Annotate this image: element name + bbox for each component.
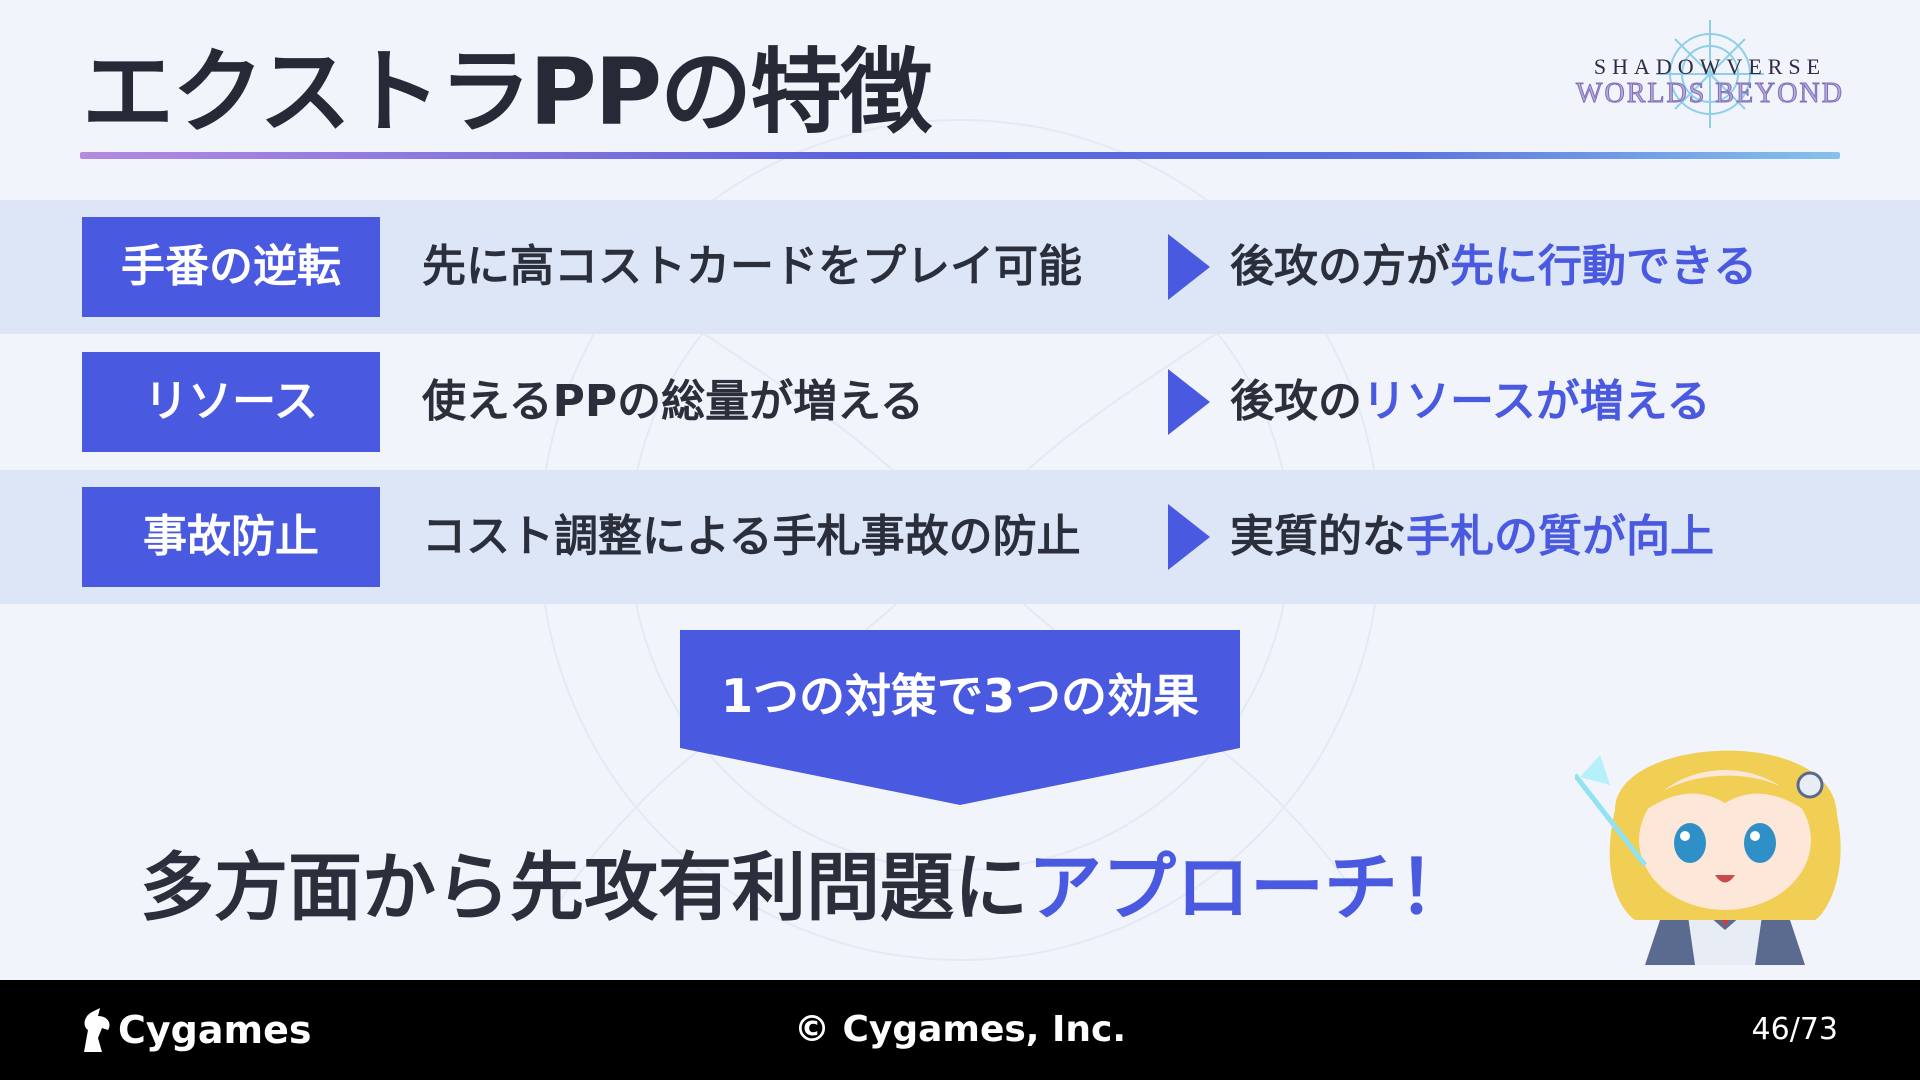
- result-prefix: 実質的な: [1230, 511, 1406, 562]
- feature-description: コスト調整による手札事故の防止: [422, 511, 1081, 562]
- page-title: エクストラPPの特徴: [82, 39, 932, 146]
- feature-result: 後攻のリソースが増える: [1230, 335, 1710, 469]
- play-arrow-icon: [1168, 504, 1210, 570]
- footer-bar: Cygames © Cygames, Inc. 46/73: [0, 980, 1920, 1080]
- feature-description: 使えるPPの総量が増える: [422, 376, 924, 427]
- conclusion-text: 多方面から先攻有利問題にアプローチ！: [140, 838, 1472, 938]
- cygames-logo: Cygames: [78, 1002, 318, 1058]
- feature-badge: 事故防止: [82, 487, 380, 587]
- play-arrow-icon: [1168, 369, 1210, 435]
- feature-badge: リソース: [82, 352, 380, 452]
- result-highlight: 先に行動できる: [1450, 241, 1758, 292]
- feature-row-turn-reversal: 手番の逆転 先に高コストカードをプレイ可能 後攻の方が先に行動できる: [0, 200, 1920, 334]
- feature-result: 後攻の方が先に行動できる: [1230, 200, 1757, 334]
- feature-description: 先に高コストカードをプレイ可能: [422, 241, 1082, 292]
- cygames-wordmark: Cygames: [118, 1008, 312, 1052]
- conclusion-highlight: アプローチ！: [1028, 845, 1472, 931]
- shadowverse-logo: SHADOWVERSE WORLDS BEYOND: [1545, 12, 1875, 132]
- feature-result: 実質的な手札の質が向上: [1230, 470, 1714, 604]
- result-highlight: 手札の質が向上: [1406, 511, 1714, 562]
- play-arrow-icon: [1168, 234, 1210, 300]
- mascot-character-illustration: [1575, 750, 1841, 965]
- copyright-text: © Cygames, Inc.: [793, 1009, 1127, 1050]
- cygames-horse-icon: [84, 1008, 110, 1052]
- result-prefix: 後攻の: [1230, 376, 1362, 427]
- title-underline: [80, 152, 1840, 159]
- result-highlight: リソースが増える: [1362, 376, 1711, 427]
- result-prefix: 後攻の方が: [1230, 241, 1450, 292]
- feature-row-accident-prevention: 事故防止 コスト調整による手札事故の防止 実質的な手札の質が向上: [0, 470, 1920, 604]
- effect-callout: 1つの対策で3つの効果: [680, 630, 1240, 805]
- effect-label: 1つの対策で3つの効果: [720, 669, 1199, 723]
- conclusion-prefix: 多方面から先攻有利問題に: [140, 845, 1028, 931]
- page-number: 46/73: [1751, 1012, 1838, 1047]
- logo-emblem-icon: [1656, 20, 1764, 128]
- logo-subtitle-line: WORLDS BEYOND: [1576, 78, 1844, 110]
- feature-row-resource: リソース 使えるPPの総量が増える 後攻のリソースが増える: [0, 335, 1920, 469]
- feature-badge: 手番の逆転: [82, 217, 380, 317]
- down-arrow-shape-icon: [680, 630, 1240, 805]
- logo-title-line: SHADOWVERSE: [1593, 54, 1827, 79]
